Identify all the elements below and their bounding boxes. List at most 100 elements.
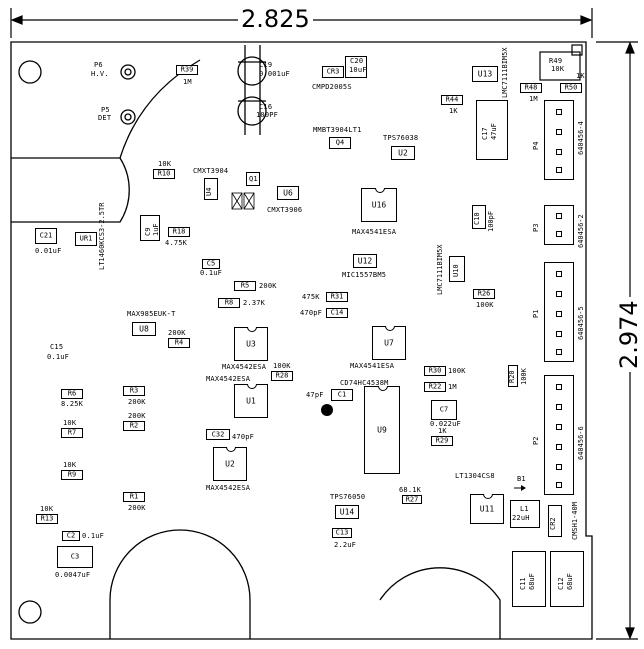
p3-part: 640456-2	[577, 214, 585, 248]
u10-part: LMC7111BIM5X	[436, 244, 444, 295]
width-dimension-label: 2.825	[238, 7, 313, 31]
r20-val: 100K	[520, 368, 528, 385]
c13-ref: C13	[335, 528, 349, 537]
c17-val: 47uF	[490, 123, 498, 140]
r13-ref: R13	[40, 514, 54, 523]
u11-part: LT1304CS8	[455, 472, 495, 480]
ur1-ref: UR1	[79, 234, 93, 243]
c19-ref: C19	[259, 61, 273, 69]
r7-val: 10K	[63, 419, 77, 427]
u13-ref: U13	[477, 69, 493, 79]
c17-ref: C17	[481, 127, 489, 140]
u9-part: CD74HC4538M	[340, 379, 389, 387]
r31-ref: R31	[330, 292, 344, 301]
u8-package: U8	[132, 322, 156, 336]
r26-val: 100K	[476, 301, 494, 309]
r39-val: 1M	[183, 78, 192, 86]
cr2-footprint	[548, 505, 562, 537]
u6-ref: U6	[283, 188, 293, 198]
r29-val: 1K	[438, 427, 447, 435]
u13-part: LMC7111BIM5X	[501, 47, 509, 98]
r28-ref: R28	[275, 371, 289, 380]
r22-footprint: R22	[424, 382, 446, 392]
c3-val: 0.0047uF	[55, 571, 91, 579]
c9-val: 1uF	[152, 223, 160, 236]
c32-ref: C32	[211, 430, 225, 438]
u3-ref: U3	[246, 339, 256, 349]
u1-ref: U1	[246, 396, 256, 406]
u9-ref: U9	[377, 425, 387, 435]
c11-val: 68uF	[528, 573, 536, 590]
c20-val: 10uF	[349, 66, 367, 74]
r18-val: 4.75K	[165, 239, 188, 247]
r22-ref: R22	[428, 382, 442, 391]
p6-sub-label: H.V.	[91, 70, 109, 78]
c2-ref: C2	[66, 531, 76, 540]
u13-package: U13	[472, 66, 498, 82]
r27-footprint: R27	[402, 495, 422, 504]
u16-part: MAX4541ESA	[352, 228, 397, 236]
r10-footprint: R10	[153, 169, 175, 179]
r4-ref: R4	[174, 338, 184, 347]
r7-ref: R7	[67, 428, 77, 437]
r9-val: 10K	[63, 461, 77, 469]
u2-ref: U2	[225, 459, 235, 469]
c2-val: 0.1uF	[82, 532, 105, 540]
p2-part: 640456-6	[577, 426, 585, 460]
p2-ref: P2	[532, 436, 540, 445]
c12-footprint	[550, 551, 584, 607]
q4-ref: Q4	[335, 138, 345, 147]
u2-part: MAX4542ESA	[206, 484, 251, 492]
u1-package: U1	[234, 384, 268, 418]
c10-ref: C10	[473, 212, 481, 225]
c13-val: 2.2uF	[334, 541, 357, 549]
c16-val: 100PF	[256, 111, 279, 119]
c20-footprint	[345, 56, 367, 78]
u9-package: U9	[364, 386, 400, 474]
u10-ref: U10	[452, 264, 460, 277]
l1-footprint	[510, 500, 540, 528]
r28-val: 100K	[273, 362, 291, 370]
b1-label: B1	[517, 475, 526, 483]
u6-package: U6	[277, 186, 299, 200]
r7-footprint: R7	[61, 428, 83, 438]
r8-val: 2.37K	[243, 299, 266, 307]
c15-ref: C15	[50, 343, 64, 351]
r50-val: 1K	[576, 72, 585, 80]
r2-ref: R2	[129, 421, 139, 430]
q4-footprint: Q4	[329, 137, 351, 149]
l1-val: 22uH	[512, 514, 530, 522]
r5-val: 200K	[259, 282, 277, 290]
cr3-ref: CR3	[326, 67, 340, 76]
r4-footprint: R4	[168, 338, 190, 348]
r44-footprint: R44	[441, 95, 463, 105]
ur1-part: LT1460KCS3-2.5TR	[98, 202, 106, 270]
u11-ref: U11	[479, 504, 495, 514]
u7-ref: U7	[384, 338, 394, 348]
c2-footprint: C2	[62, 531, 80, 541]
c12-ref: C12	[557, 577, 565, 590]
p4-connector	[544, 100, 574, 180]
r27-ref: R27	[405, 495, 419, 503]
r44-ref: R44	[445, 95, 459, 104]
c19-val: 0.001uF	[259, 70, 290, 78]
r10-val: 10K	[158, 160, 172, 168]
r2-val: 200K	[128, 412, 146, 420]
ur1-footprint: UR1	[75, 232, 97, 246]
r27-val: 68.1K	[399, 486, 422, 494]
c3-ref: C3	[70, 552, 80, 561]
c32-val: 470pF	[232, 433, 255, 441]
c7-val: 0.022uF	[430, 420, 461, 428]
p3-connector	[544, 205, 574, 245]
r29-footprint: R29	[431, 436, 453, 446]
c17-footprint	[476, 100, 508, 160]
r13-val: 10K	[40, 505, 54, 513]
u4-part: CMXT3904	[193, 167, 229, 175]
c7-footprint: C7	[431, 400, 457, 420]
r18-ref: R18	[172, 227, 186, 236]
c5-footprint: C5	[202, 259, 220, 269]
q1-ref: Q1	[249, 175, 258, 183]
r6-val: 8.25K	[61, 400, 84, 408]
c12-val: 68uF	[566, 573, 574, 590]
